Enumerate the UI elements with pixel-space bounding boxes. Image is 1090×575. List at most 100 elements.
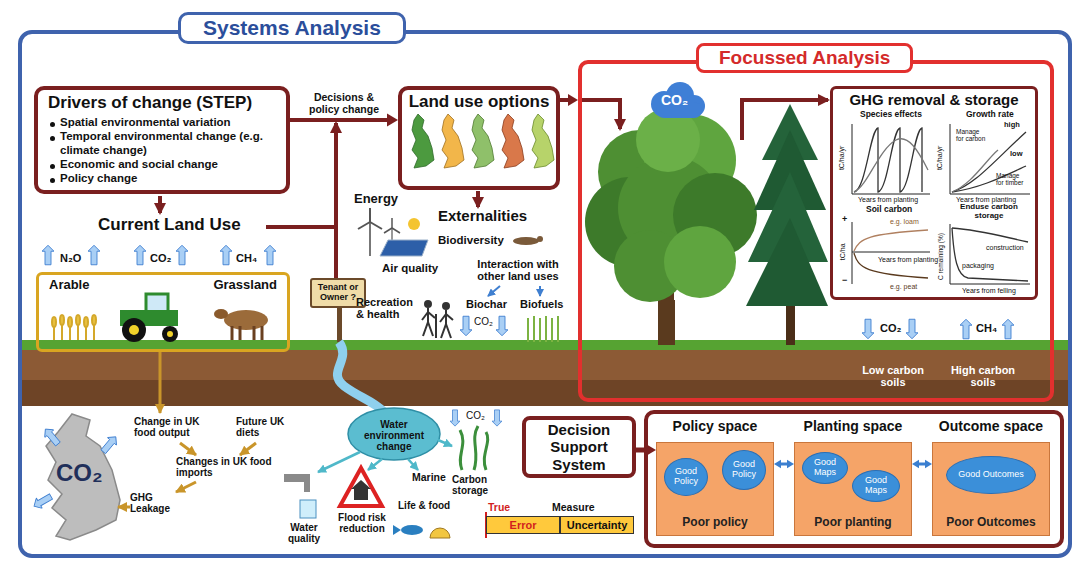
water-arrows xyxy=(408,459,418,470)
text-label: Energy xyxy=(354,192,398,206)
emission-arrows xyxy=(906,319,918,339)
text-label: Water environment change xyxy=(358,419,430,452)
connector xyxy=(912,460,932,468)
arrow-head xyxy=(387,113,398,126)
connector-line xyxy=(918,463,926,466)
emission-arrows xyxy=(220,245,232,265)
land-use-maps xyxy=(472,114,494,168)
land-use-maps xyxy=(412,114,554,168)
bullet-item: Economic and social change xyxy=(48,158,278,172)
space-box: Policy spacePoor policyGood PolicyGood P… xyxy=(656,442,774,536)
emission-arrows xyxy=(460,316,472,336)
sign-text: Tenant or Owner ? xyxy=(313,283,363,303)
text-label: Growth rate xyxy=(966,110,1014,119)
box-heading: Decision Support System xyxy=(528,421,630,473)
emission-arrows xyxy=(450,410,460,426)
interaction-arrows xyxy=(488,286,500,296)
layout-arrows xyxy=(334,123,338,278)
frame-title: Systems Analysis xyxy=(178,12,406,44)
biofuel-crop xyxy=(528,316,558,342)
text-label: Life & food xyxy=(398,500,450,511)
emission-arrows xyxy=(176,245,188,265)
box-heading: GHG removal & storage xyxy=(835,91,1033,109)
water-icons xyxy=(284,474,310,482)
water-icons xyxy=(460,426,488,470)
text-label: Years from planting xyxy=(878,256,938,264)
biofuel-crop xyxy=(527,318,529,342)
land-use-name: Arable xyxy=(49,277,89,292)
food-arrows xyxy=(118,506,130,509)
land-use-maps xyxy=(412,114,434,168)
text-label: Carbon storage xyxy=(452,474,506,496)
chart-axes xyxy=(852,222,930,284)
food-arrows xyxy=(118,352,256,507)
text-label: Enduse carbon storage xyxy=(946,203,1032,221)
water-icons xyxy=(351,480,371,489)
energy-icons xyxy=(370,222,382,229)
text-label: Current Land Use xyxy=(98,216,241,235)
emission-arrows xyxy=(492,410,502,426)
connector-line xyxy=(560,98,569,102)
text-label: Marine xyxy=(412,472,446,484)
ellipse-text: Good Maps xyxy=(855,476,897,496)
wheat xyxy=(92,315,96,325)
connector-line xyxy=(290,118,388,122)
axis-label: tC/ha/yr xyxy=(936,146,944,171)
text-label: True xyxy=(488,502,510,514)
text-label: construction xyxy=(986,244,1024,252)
food-arrows xyxy=(240,443,256,455)
river xyxy=(337,342,384,412)
box-heading: Land use options xyxy=(406,92,552,112)
wheat xyxy=(60,315,64,325)
layout-arrows xyxy=(266,225,336,229)
biofuel-crop xyxy=(557,316,559,342)
box-heading: Drivers of change (STEP) xyxy=(48,93,278,113)
text-label: Measure xyxy=(552,502,595,514)
good-ellipse: Good Policy xyxy=(722,450,766,490)
hikers-icon xyxy=(440,310,453,338)
energy-icons xyxy=(384,228,392,233)
text-label: Low carbon soils xyxy=(862,364,924,388)
tractor xyxy=(122,318,146,342)
axis-label: tC/ha xyxy=(838,243,846,260)
connector-line xyxy=(636,448,646,453)
energy-icons xyxy=(369,222,371,256)
dss-container xyxy=(646,412,1062,546)
cow xyxy=(214,309,228,319)
tree-illustration xyxy=(667,300,675,345)
wheat xyxy=(68,317,72,327)
good-ellipse: Good Maps xyxy=(802,452,848,484)
dss-container xyxy=(646,412,1062,546)
space-note: Poor planting xyxy=(795,515,911,529)
emission-arrows xyxy=(88,245,100,265)
ellipse-text: Good Policy xyxy=(725,460,763,480)
connector-line xyxy=(780,463,788,466)
emission-arrows xyxy=(1002,319,1014,339)
tractor xyxy=(167,331,173,337)
uncertainty-bar: Uncertainty xyxy=(560,516,634,534)
biofuel-crop xyxy=(545,316,547,342)
energy-icons xyxy=(391,218,393,228)
text-label: Soil carbon xyxy=(866,205,912,214)
hikers-icon xyxy=(422,301,453,338)
text-label: Years from felling xyxy=(962,287,1016,295)
text-label: Externalities xyxy=(438,208,527,225)
text-label: Years from planting xyxy=(858,196,918,204)
text-label: N₂O xyxy=(60,252,81,264)
hikers-icon xyxy=(443,303,449,309)
emission-arrows xyxy=(496,316,508,336)
chart-curves xyxy=(952,228,1028,242)
tractor xyxy=(146,294,168,312)
land-use-name: Grassland xyxy=(213,277,277,292)
arrow-head xyxy=(925,460,932,468)
uk-map xyxy=(31,414,120,540)
text-label: Manage for carbon xyxy=(956,128,988,142)
bar-text: Error xyxy=(510,519,537,531)
biofuel-crop xyxy=(539,318,541,342)
cow xyxy=(232,326,262,340)
co2-cloud xyxy=(651,82,705,118)
space-note: Poor policy xyxy=(657,515,773,529)
tree-illustration xyxy=(786,300,795,345)
sign-post xyxy=(337,306,342,342)
chart-curves xyxy=(854,139,928,192)
